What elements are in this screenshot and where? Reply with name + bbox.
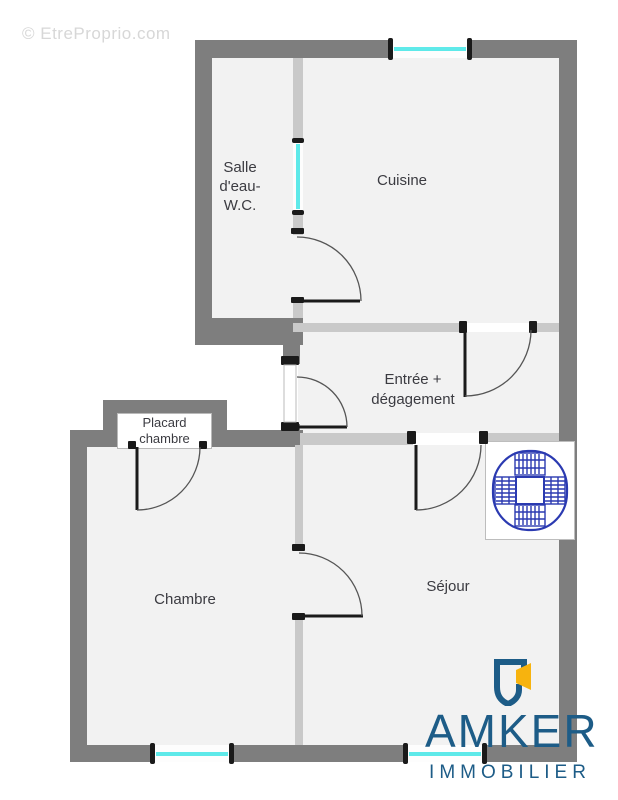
spiral-staircase-icon <box>491 449 569 532</box>
brand-name: AMKER <box>425 705 599 757</box>
window-frame-end <box>467 38 472 60</box>
brand-tagline: IMMOBILIER <box>429 762 591 783</box>
partition-salle-eau-cuisine-upper <box>293 58 303 140</box>
room-label-chambre: Chambre <box>154 591 216 608</box>
floor-entree <box>298 332 559 433</box>
window-frame-end <box>482 743 487 764</box>
partition-cuisine-entree-right <box>531 323 559 332</box>
agency-logo: AMKER IMMOBILIER <box>425 656 599 783</box>
window-glass <box>156 752 228 756</box>
door-swing-chambre <box>292 544 363 620</box>
window-interior-salle-eau <box>292 138 304 215</box>
amker-logo-icon <box>494 659 531 706</box>
room-label-placard: Placard chambre <box>139 415 190 446</box>
window-frame-end <box>150 743 155 764</box>
window-glass <box>409 752 481 756</box>
partition-salle-eau-cuisine-lower <box>293 300 303 318</box>
window-frame-end <box>292 138 304 143</box>
window-sejour <box>403 743 487 764</box>
partition-chambre-sejour-upper <box>295 445 303 550</box>
wall-salle-eau-bottom <box>195 318 303 345</box>
room-label-entree: Entrée + dégagement <box>371 371 455 408</box>
door-swing-sejour <box>407 431 488 511</box>
partition-chambre-sejour-lower <box>295 615 303 745</box>
wall-top <box>195 40 577 58</box>
partition-entree-bottom-left <box>300 433 413 445</box>
placard-closet-box: Placard chambre <box>117 413 212 449</box>
window-chambre <box>150 743 234 764</box>
door-swing-entrance <box>281 356 348 431</box>
door-swing-placard <box>128 441 207 511</box>
watermark: © EtreProprio.com <box>22 24 171 43</box>
floor-lower-block <box>87 445 560 745</box>
wall-left-lower-block <box>70 430 87 762</box>
window-glass <box>296 144 300 209</box>
wall-left-top-block <box>195 40 212 345</box>
window-frame-end <box>229 743 234 764</box>
floor-top-block <box>212 58 560 323</box>
room-label-salle-eau: Salle d'eau- W.C. <box>219 159 261 214</box>
wall-right <box>559 40 577 762</box>
room-label-cuisine: Cuisine <box>376 172 428 189</box>
window-frame-end <box>403 743 408 764</box>
window-cuisine <box>388 38 472 60</box>
staircase-box <box>485 441 575 540</box>
window-frame-end <box>388 38 393 60</box>
window-frame-end <box>292 210 304 215</box>
partition-salle-eau-cuisine-mid <box>293 213 303 235</box>
room-label-sejour: Séjour <box>426 578 470 595</box>
door-swing-salle-eau <box>291 228 362 303</box>
window-glass <box>394 47 466 51</box>
door-swing-cuisine <box>459 321 537 397</box>
partition-cuisine-entree-left <box>293 323 466 332</box>
